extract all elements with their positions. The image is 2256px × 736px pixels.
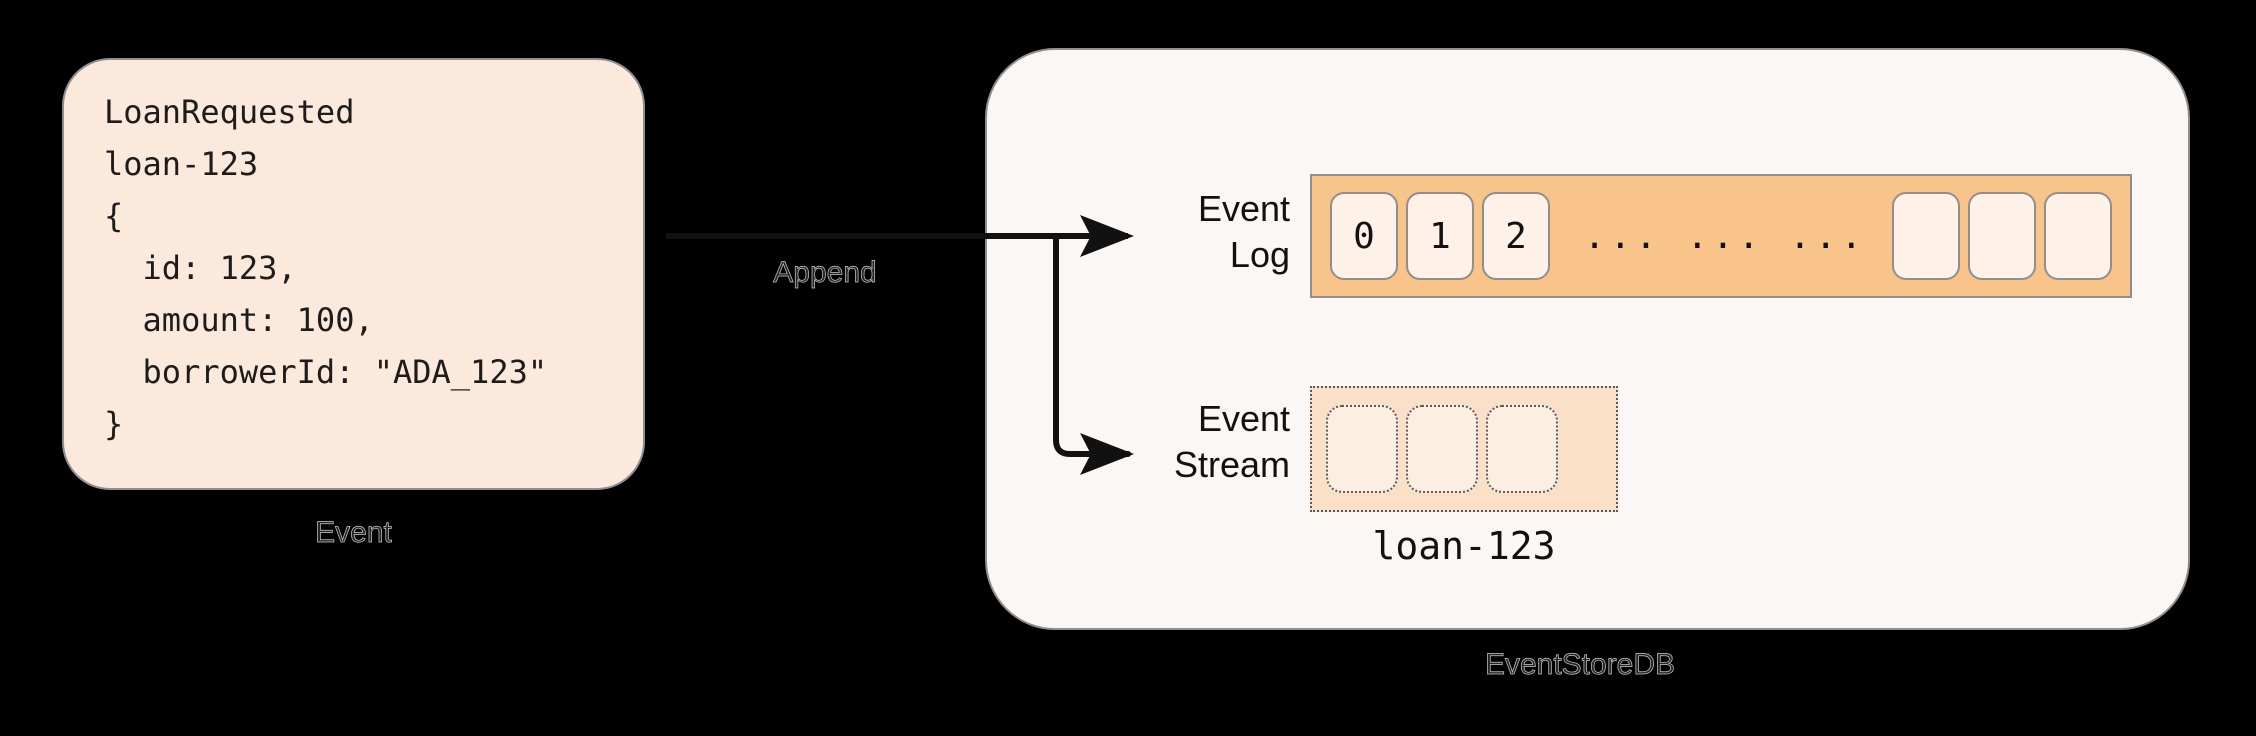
event-card-caption: Event xyxy=(315,516,392,550)
event-log-empty-slot[interactable] xyxy=(2044,192,2112,280)
event-payload-code: LoanRequested loan-123 { id: 123, amount… xyxy=(104,93,548,443)
event-log-ellipsis: ... ... ... xyxy=(1583,215,1867,257)
event-log-label: Event Log xyxy=(1197,188,1290,275)
event-log-empty-slot[interactable] xyxy=(1968,192,2036,280)
event-stream-empty-slot[interactable] xyxy=(1486,405,1558,493)
event-stream-empty-slot[interactable] xyxy=(1406,405,1478,493)
eventstoredb-card[interactable] xyxy=(985,48,2190,630)
event-log-slot[interactable]: 2 xyxy=(1482,192,1550,280)
append-label: Append xyxy=(773,256,877,290)
eventstoredb-caption: EventStoreDB xyxy=(1484,648,1676,682)
event-log-slot[interactable]: 0 xyxy=(1330,192,1398,280)
event-stream-box xyxy=(1310,386,1618,512)
event-card[interactable]: LoanRequested loan-123 { id: 123, amount… xyxy=(62,58,645,490)
event-log-empty-slot[interactable] xyxy=(1892,192,1960,280)
event-stream-label: Event Stream xyxy=(1173,398,1290,485)
event-stream-empty-slot[interactable] xyxy=(1326,405,1398,493)
event-log-slot[interactable]: 1 xyxy=(1406,192,1474,280)
event-log-bar: 0 1 2 ... ... ... xyxy=(1310,174,2132,298)
event-stream-name: loan-123 xyxy=(1372,524,1556,568)
